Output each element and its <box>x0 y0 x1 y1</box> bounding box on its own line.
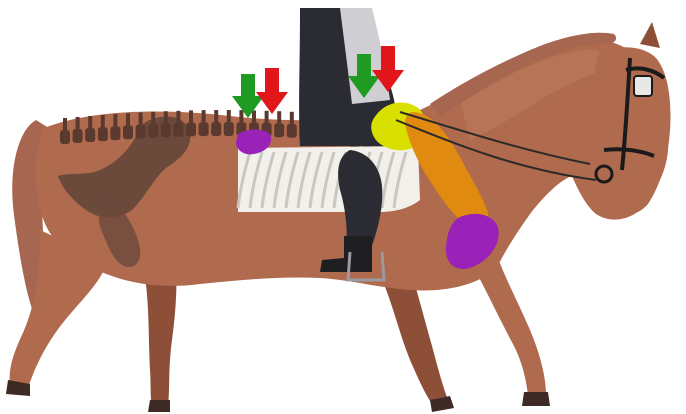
spinous-process <box>126 113 130 125</box>
spinous-process <box>139 113 143 125</box>
spinous-process <box>252 110 256 122</box>
vertebra <box>173 123 183 137</box>
spinous-process <box>113 114 117 126</box>
hoof-far-hind <box>148 400 170 412</box>
spinous-process <box>151 112 155 124</box>
spinous-process <box>76 117 80 129</box>
spinous-process <box>88 116 92 128</box>
horse-ear <box>640 22 660 48</box>
near-fore-leg <box>470 258 546 396</box>
vertebra <box>98 127 108 141</box>
vertebra <box>274 123 284 137</box>
hoof-near-fore <box>522 392 550 406</box>
vertebra <box>161 123 171 137</box>
spinous-process <box>101 115 105 127</box>
spinous-process <box>164 111 168 123</box>
vertebra <box>123 125 133 139</box>
vertebra <box>211 122 221 136</box>
spinous-process <box>63 118 67 130</box>
spinous-process <box>277 111 281 123</box>
vertebra <box>224 122 234 136</box>
vertebra <box>287 124 297 138</box>
spinous-process <box>202 110 206 122</box>
spinous-process <box>227 110 231 122</box>
vertebra <box>199 122 209 136</box>
spinous-process <box>189 110 193 122</box>
vertebra <box>85 128 95 142</box>
vertebra <box>148 124 158 138</box>
spinous-process <box>290 112 294 124</box>
rear-red-arrow <box>256 68 288 114</box>
vertebra <box>60 130 70 144</box>
vertebra <box>186 122 196 136</box>
bridle-tag <box>634 76 652 96</box>
vertebra <box>73 129 83 143</box>
spinous-process <box>176 111 180 123</box>
spinous-process <box>239 110 243 122</box>
vertebra <box>110 126 120 140</box>
vertebra <box>136 125 146 139</box>
spinous-process <box>214 110 218 122</box>
spinous-process <box>265 111 269 123</box>
